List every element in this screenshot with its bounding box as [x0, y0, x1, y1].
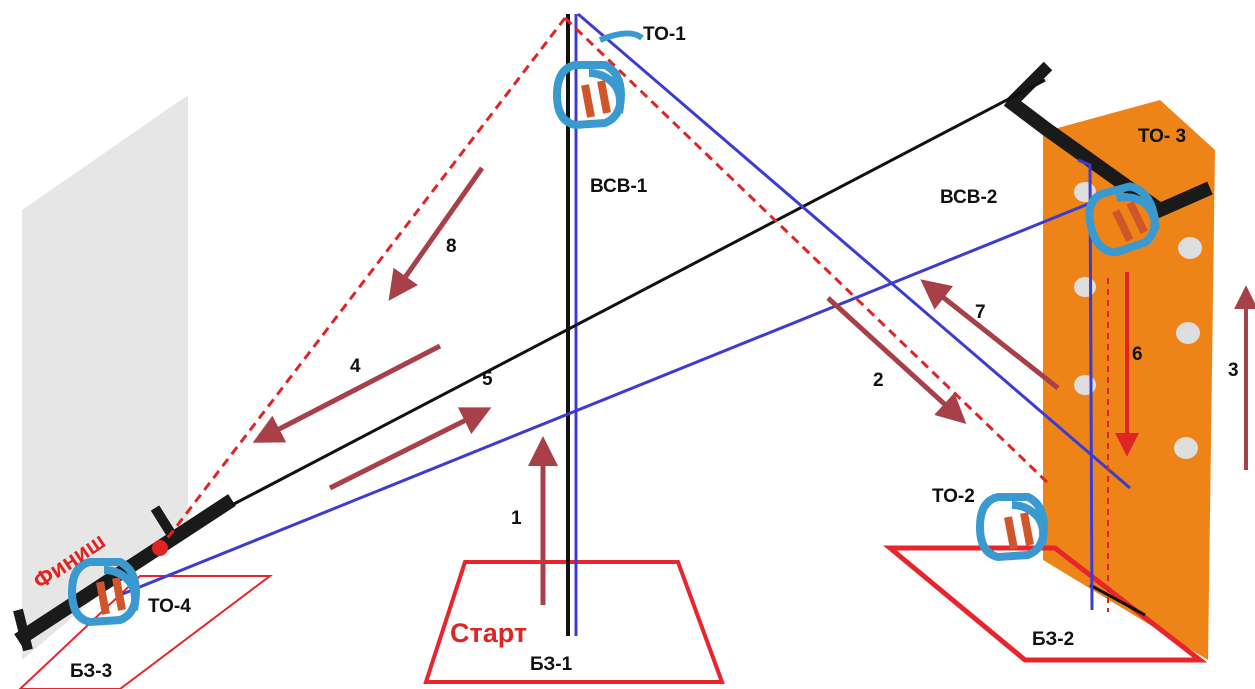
- left-wall: [22, 95, 188, 660]
- label-to1: ТО-1: [643, 24, 686, 45]
- carabiner-to2: [980, 497, 1044, 557]
- step-arrow-2: [826, 296, 967, 425]
- step-number-7: 7: [975, 302, 986, 323]
- label-start: Старт: [450, 618, 527, 648]
- rope-black-bz2: [1089, 583, 1146, 617]
- zone-bz2: [883, 545, 1208, 663]
- step-number-2: 2: [873, 370, 884, 391]
- step-number-3: 3: [1228, 360, 1239, 381]
- zone-bz1: [423, 560, 725, 684]
- step-number-1: 1: [511, 508, 522, 529]
- label-bsv2: ВСВ-2: [940, 187, 997, 208]
- rope-diagonal-black: [231, 78, 1046, 507]
- label-bz1: БЗ-1: [530, 654, 573, 675]
- anchor-bar-left-foot: [13, 608, 33, 652]
- rope-blue-to1-right: [577, 12, 1131, 490]
- step-arrow-8: [388, 166, 485, 301]
- label-bsv1: ВСВ-1: [590, 176, 648, 197]
- rope-blue-wall: [1077, 158, 1094, 611]
- rope-blue-to4-bsv2: [119, 198, 1099, 597]
- anchor-bar-right: [1003, 94, 1213, 219]
- step-number-4: 4: [350, 356, 361, 377]
- step-number-6: 6: [1132, 344, 1143, 365]
- step-arrow-5: [328, 407, 492, 491]
- label-to4: ТО-4: [148, 596, 191, 617]
- zone-bz3: [18, 575, 273, 689]
- finish-point: [152, 540, 168, 556]
- label-to3: ТО- 3: [1138, 126, 1186, 147]
- rope-dashed-to1-to2: [563, 16, 1052, 487]
- rope-dashed-to1-finish: [158, 17, 567, 549]
- step-arrow-4: [252, 343, 442, 443]
- step-arrow-7: [920, 279, 1060, 390]
- to1-hook: [598, 30, 644, 43]
- label-bz2: БЗ-2: [1032, 629, 1074, 650]
- wall-holds: [1074, 182, 1202, 459]
- label-bz3: БЗ-3: [70, 661, 112, 682]
- step-number-8: 8: [446, 236, 457, 257]
- label-to2: ТО-2: [932, 486, 975, 507]
- step-number-5: 5: [482, 369, 493, 390]
- anchor-bar-right-post: [1005, 61, 1053, 109]
